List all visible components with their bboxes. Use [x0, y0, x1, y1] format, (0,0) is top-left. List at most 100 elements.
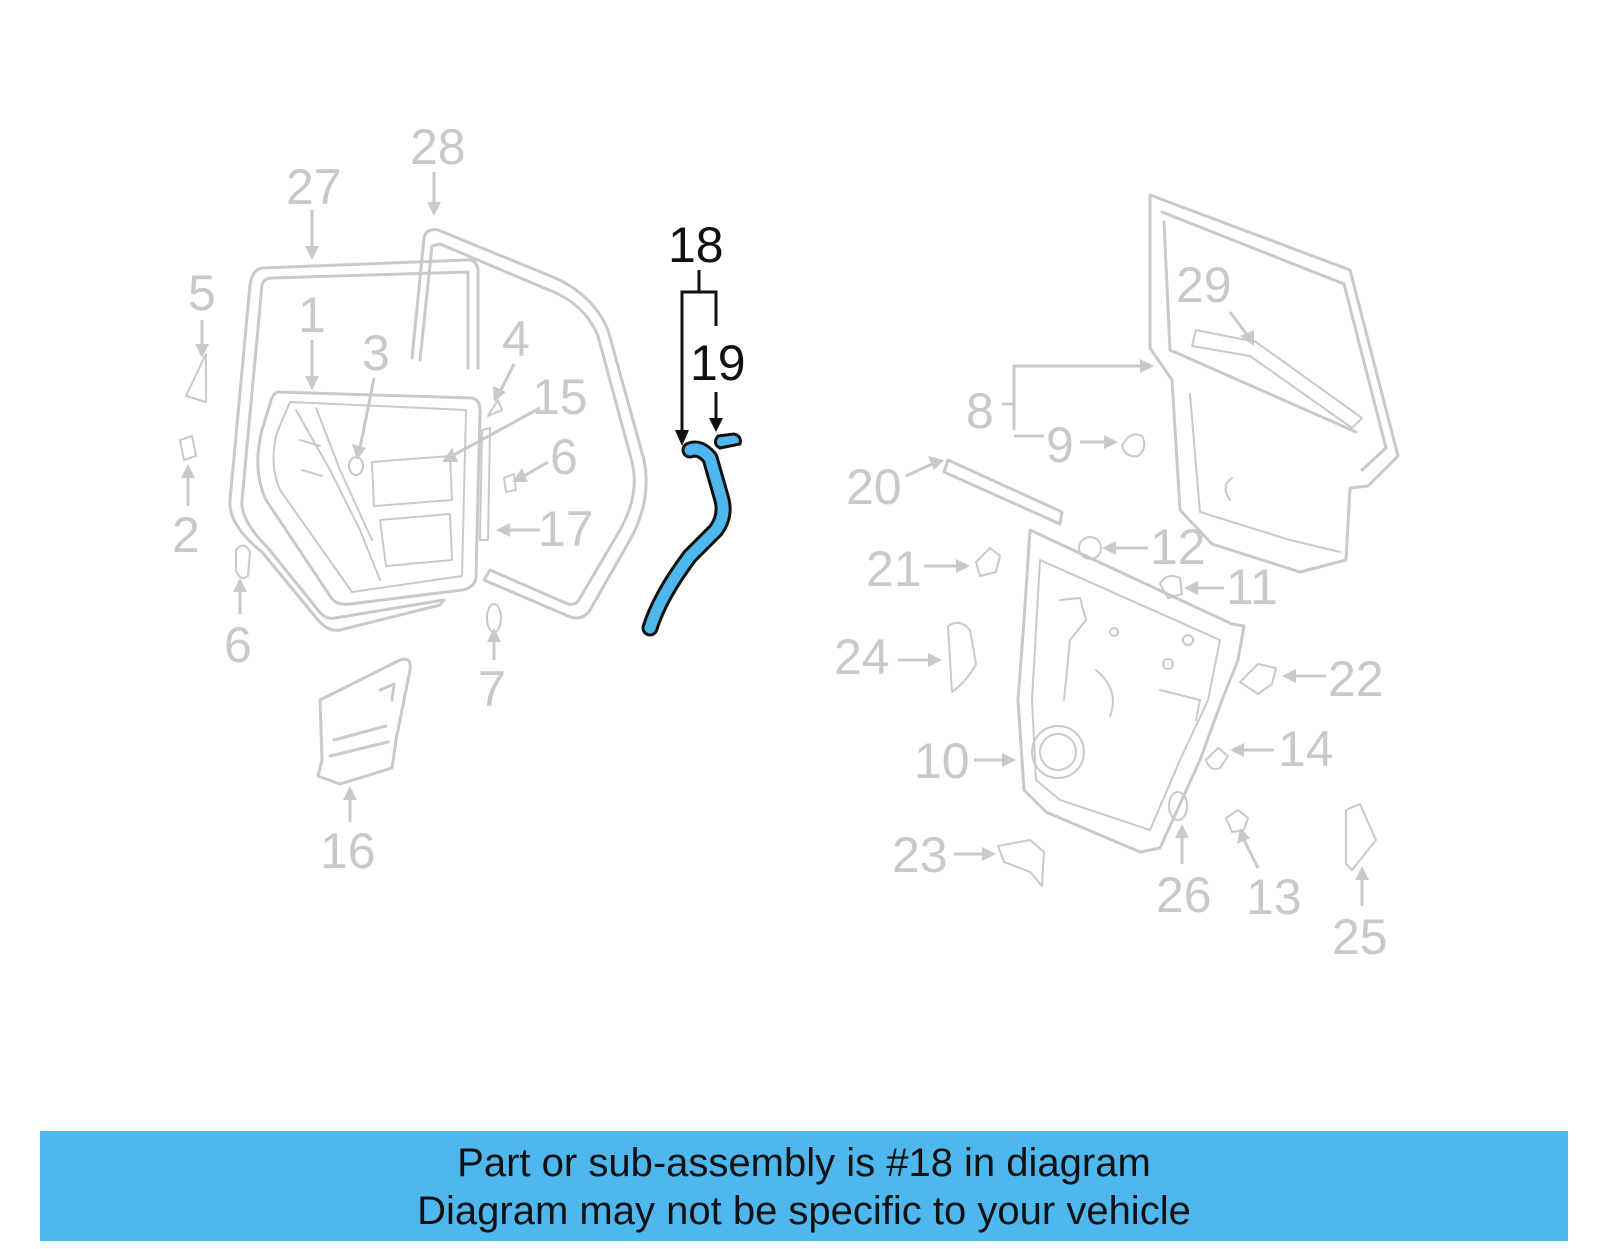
callout-3: 3: [362, 325, 390, 381]
banner-line-1: Part or sub-assembly is #18 in diagram: [457, 1141, 1151, 1185]
arrow-6-right: [512, 468, 528, 482]
hole-10a: [1162, 658, 1174, 670]
callout-18[interactable]: 18: [668, 217, 724, 273]
part-13: [1225, 809, 1249, 833]
arrow-12: [1102, 541, 1116, 555]
door-shell-1-detail: [295, 407, 453, 581]
leader-4: [498, 363, 516, 393]
window-channel-28: [410, 228, 648, 620]
part-6-left: [235, 544, 251, 579]
arrow-27: [305, 246, 319, 260]
arrow-23: [982, 847, 996, 861]
part-21: [975, 547, 1001, 577]
leader-20: [905, 462, 933, 478]
banner-line-2: Diagram may not be specific to your vehi…: [417, 1189, 1191, 1233]
part-7: [486, 603, 502, 633]
callout-13: 13: [1246, 869, 1302, 925]
arrow-21: [956, 559, 970, 573]
leader-8: [1012, 364, 1142, 430]
callout-20: 20: [846, 459, 902, 515]
callout-5: 5: [188, 265, 216, 321]
arrow-20: [928, 456, 944, 470]
arrow-16: [343, 786, 357, 800]
speaker-10-inner: [1039, 733, 1077, 771]
callout-25: 25: [1332, 909, 1388, 965]
part-4: [487, 399, 503, 417]
hole-10b: [1182, 634, 1194, 646]
arrow-28: [427, 202, 441, 216]
leader-29: [1228, 311, 1250, 337]
arrow-29: [1240, 330, 1254, 346]
arrow-26: [1175, 824, 1189, 838]
callout-7: 7: [478, 661, 506, 717]
arrow-10: [1002, 753, 1016, 767]
callouts: 28 27 5 1 3 4 15 6 17 2 6 7 16 18 19 29 …: [172, 119, 1388, 965]
callout-12: 12: [1150, 519, 1206, 575]
arrow-11: [1184, 581, 1198, 595]
callout-14: 14: [1278, 721, 1334, 777]
callout-8: 8: [966, 383, 994, 439]
leader-13: [1242, 839, 1260, 869]
arrow-5: [195, 344, 209, 358]
door-seal-27: [228, 258, 480, 632]
door-shell-1-inner: [272, 401, 467, 593]
callout-17: 17: [538, 501, 594, 557]
callout-4: 4: [502, 311, 530, 367]
part-11: [1159, 575, 1183, 599]
arrow-15: [442, 448, 458, 462]
part-9: [1121, 433, 1146, 458]
callout-23: 23: [892, 827, 948, 883]
part-25: [1345, 803, 1377, 871]
callout-11: 11: [1226, 559, 1278, 615]
speaker-10: [1031, 725, 1085, 779]
callout-1: 1: [298, 287, 326, 343]
part-22: [1239, 663, 1277, 695]
arrow-7: [487, 628, 501, 642]
callout-21: 21: [866, 541, 922, 597]
arrow-9: [1104, 435, 1118, 449]
callout-2: 2: [172, 507, 200, 563]
callout-10: 10: [914, 733, 970, 789]
callout-6-left: 6: [224, 617, 252, 673]
arrow-14: [1230, 743, 1244, 757]
arrow-6-left: [233, 578, 247, 592]
highlighted-parts: [641, 432, 742, 637]
door-shell-1: [256, 390, 482, 606]
arrow-17: [496, 523, 510, 537]
callout-28: 28: [410, 119, 466, 175]
callout-9: 9: [1046, 417, 1074, 473]
arrow-24: [928, 653, 942, 667]
callout-24: 24: [834, 629, 890, 685]
info-banner: Part or sub-assembly is #18 in diagram D…: [40, 1131, 1568, 1241]
arrow-22: [1282, 669, 1296, 683]
hole-10c: [1109, 627, 1119, 637]
arrow-19: [709, 418, 723, 432]
clip-6-right: [503, 473, 517, 493]
weatherstrip-20: [942, 458, 1064, 526]
callout-19[interactable]: 19: [690, 335, 746, 391]
door-frame-29: [1148, 193, 1400, 574]
bracket-16: [316, 657, 412, 786]
callout-6-right: 6: [550, 429, 578, 485]
callout-29: 29: [1176, 257, 1232, 313]
arrow-8: [1140, 359, 1154, 373]
strip-15: [479, 427, 491, 541]
arrow-1: [305, 376, 319, 390]
leaders: [181, 172, 1369, 906]
arrow-2: [181, 464, 195, 478]
arrow-3: [352, 444, 366, 460]
callout-15: 15: [532, 369, 588, 425]
part-24: [947, 621, 977, 693]
grommet-19: [713, 432, 742, 450]
part-23: [997, 839, 1045, 887]
arrow-13: [1237, 828, 1250, 844]
part-5: [185, 353, 207, 403]
active-leaders: [675, 270, 723, 446]
part-2: [179, 435, 197, 461]
door-frame-29-inner: [1189, 329, 1363, 553]
arrow-18: [675, 430, 689, 446]
arrow-25: [1355, 866, 1369, 880]
door-panel-10: [1016, 528, 1246, 854]
leader-3: [358, 377, 376, 449]
leader-6-right: [523, 460, 549, 478]
